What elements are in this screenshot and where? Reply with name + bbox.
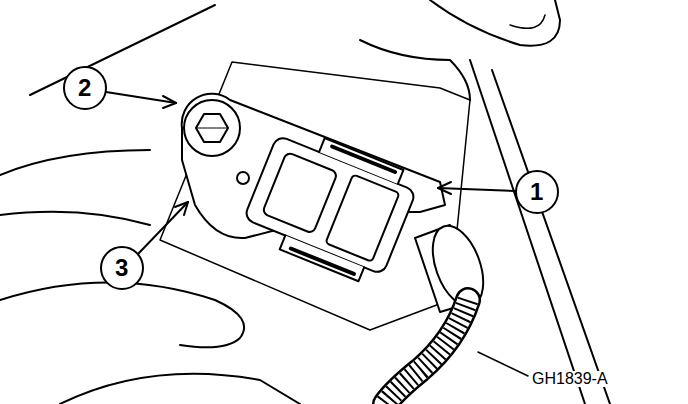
callout-number: 2 (78, 76, 91, 100)
figure-id: GH1839-A (530, 371, 610, 387)
callout-number: 1 (530, 180, 543, 204)
callout-number: 3 (115, 256, 128, 280)
